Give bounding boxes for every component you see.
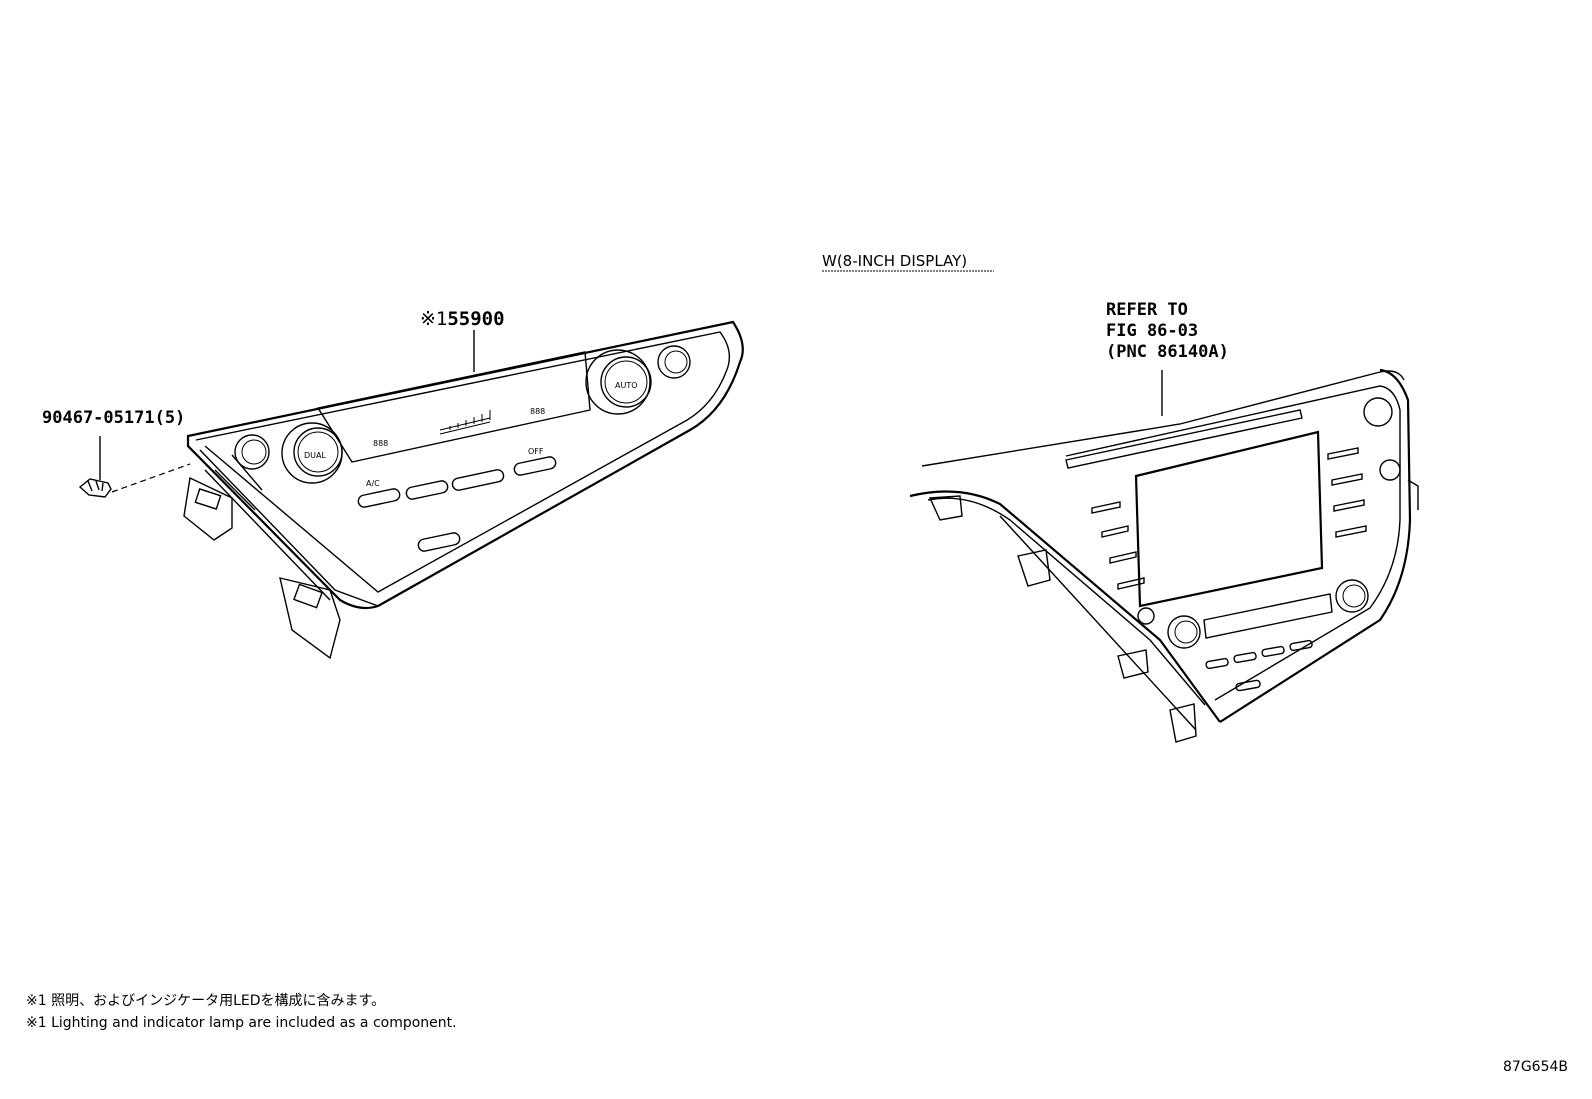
left-temp-digits: 888 [373,439,388,448]
right-button-stack [1327,447,1367,538]
lower-display-strip [1203,593,1333,639]
volume-knob [1167,615,1201,649]
reference-line-2: FIG 86-03 [1106,321,1199,341]
figure-code: 87G654B [1503,1059,1568,1075]
control-panel-part-number: ※155900 [420,308,505,330]
note-english: ※1 Lighting and indicator lamp are inclu… [26,1015,457,1031]
audio-display-unit [909,368,1419,743]
left-seat-button [234,434,270,470]
touch-screen [1134,430,1324,608]
note-japanese: ※1 照明、およびインジケータ用LEDを構成に含みます。 [26,993,386,1009]
top-right-knob [1363,397,1393,427]
bottom-button-row [1205,639,1313,692]
auto-knob: AUTO [585,349,652,415]
reference-line-1: REFER TO [1106,300,1188,320]
tune-knob [1335,579,1369,613]
clip-leader-dashed [111,463,191,493]
variant-label: W(8-INCH DISPLAY) [822,252,968,270]
clip-part [78,436,112,498]
right-seat-button [657,345,691,379]
dual-knob: DUAL [281,422,343,484]
control-panel-number: 55900 [447,308,505,330]
right-temp-digits: 888 [530,407,545,416]
side-knob [1379,459,1401,481]
reference-note: REFER TO FIG 86-03 (PNC 86140A) [1106,300,1229,363]
ac-label: A/C [366,479,380,488]
auto-knob-label: AUTO [615,381,638,390]
clip-part-number: 90467-05171(5) [42,408,186,428]
component-mark: ※1 [420,308,448,330]
button-row: A/C OFF [357,447,557,552]
off-label: OFF [528,447,544,456]
left-button-stack [1091,501,1145,590]
dual-knob-label: DUAL [304,451,326,460]
reference-line-3: (PNC 86140A) [1106,342,1229,362]
climate-control-panel: 888 888 DUAL AUTO [183,320,744,660]
power-knob [1137,607,1155,625]
